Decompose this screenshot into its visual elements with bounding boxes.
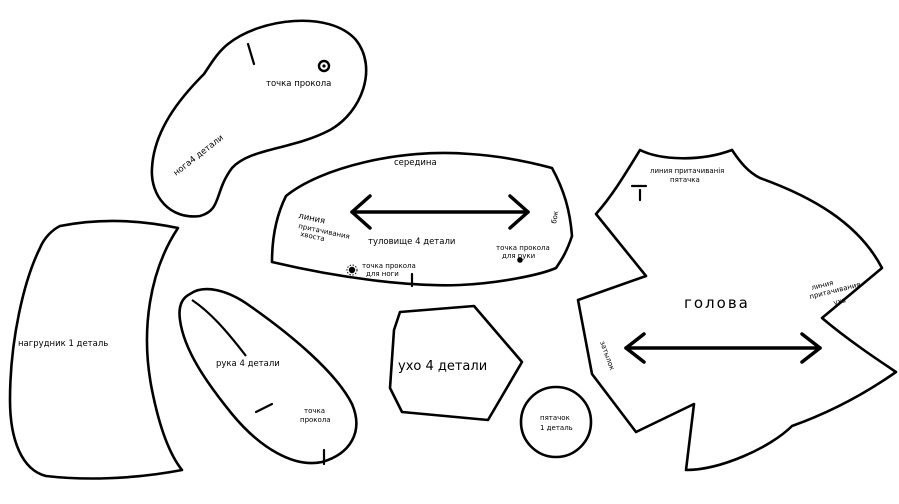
snout-line-2: 1 деталь [540, 424, 573, 432]
torso-arrowhead-right [508, 194, 530, 230]
bib-name-label: нагрудник 1 деталь [18, 339, 108, 349]
torso-arrowhead-left [350, 194, 372, 230]
head-snout-line-1: линия притачиванія [650, 167, 724, 175]
arm-puncture-line-1: точка [304, 407, 325, 415]
bib-outline [8, 219, 184, 480]
torso-arm-point-line-1: точка прокола [496, 244, 550, 252]
ear-outline [388, 304, 524, 422]
torso-outline [270, 151, 574, 287]
leg-piece: точка прокола нога4 детали [150, 19, 368, 218]
head-arrowhead-right [800, 332, 822, 364]
snout-piece: пятачок 1 деталь [519, 385, 593, 459]
torso-leg-point-line-2: для ноги [366, 270, 399, 278]
snout-outline [519, 385, 593, 459]
arm-inner-curve [191, 299, 247, 357]
head-snout-line-2: пятачка [670, 176, 700, 184]
head-arrowhead-left [624, 332, 646, 364]
ear-piece: ухо 4 детали [388, 304, 524, 422]
leg-outline [150, 19, 368, 218]
bib-piece: нагрудник 1 деталь [8, 219, 184, 480]
head-ear-line-3: уха [833, 296, 847, 307]
torso-piece: середина туловище 4 детали линия притачи… [270, 151, 574, 288]
leg-puncture-label: точка прокола [266, 79, 331, 89]
snout-line-1: пятачок [540, 414, 570, 422]
torso-arm-point-line-2: для руки [502, 252, 535, 260]
arm-piece: рука 4 детали точка прокола [178, 287, 358, 466]
torso-arm-puncture-point [517, 257, 523, 263]
torso-leg-point-line-1: точка прокола [362, 262, 416, 270]
arm-name-label: рука 4 детали [216, 359, 280, 369]
torso-name-label: туловище 4 детали [368, 237, 455, 247]
torso-leg-puncture-point [346, 264, 358, 276]
arm-puncture-line-2: прокола [300, 416, 331, 424]
torso-top-label: середина [394, 158, 437, 168]
head-outline [576, 148, 898, 472]
torso-side-label: бок [550, 210, 560, 224]
head-piece: голова линия притачиванія пятачка линия … [576, 148, 898, 472]
ear-name-label: ухо 4 детали [398, 359, 487, 374]
leg-puncture-dot [322, 64, 326, 68]
arm-outline [178, 287, 358, 465]
arm-tick-mark-1 [254, 402, 274, 414]
head-name-label: голова [684, 294, 750, 312]
leg-tick-mark [246, 42, 256, 66]
